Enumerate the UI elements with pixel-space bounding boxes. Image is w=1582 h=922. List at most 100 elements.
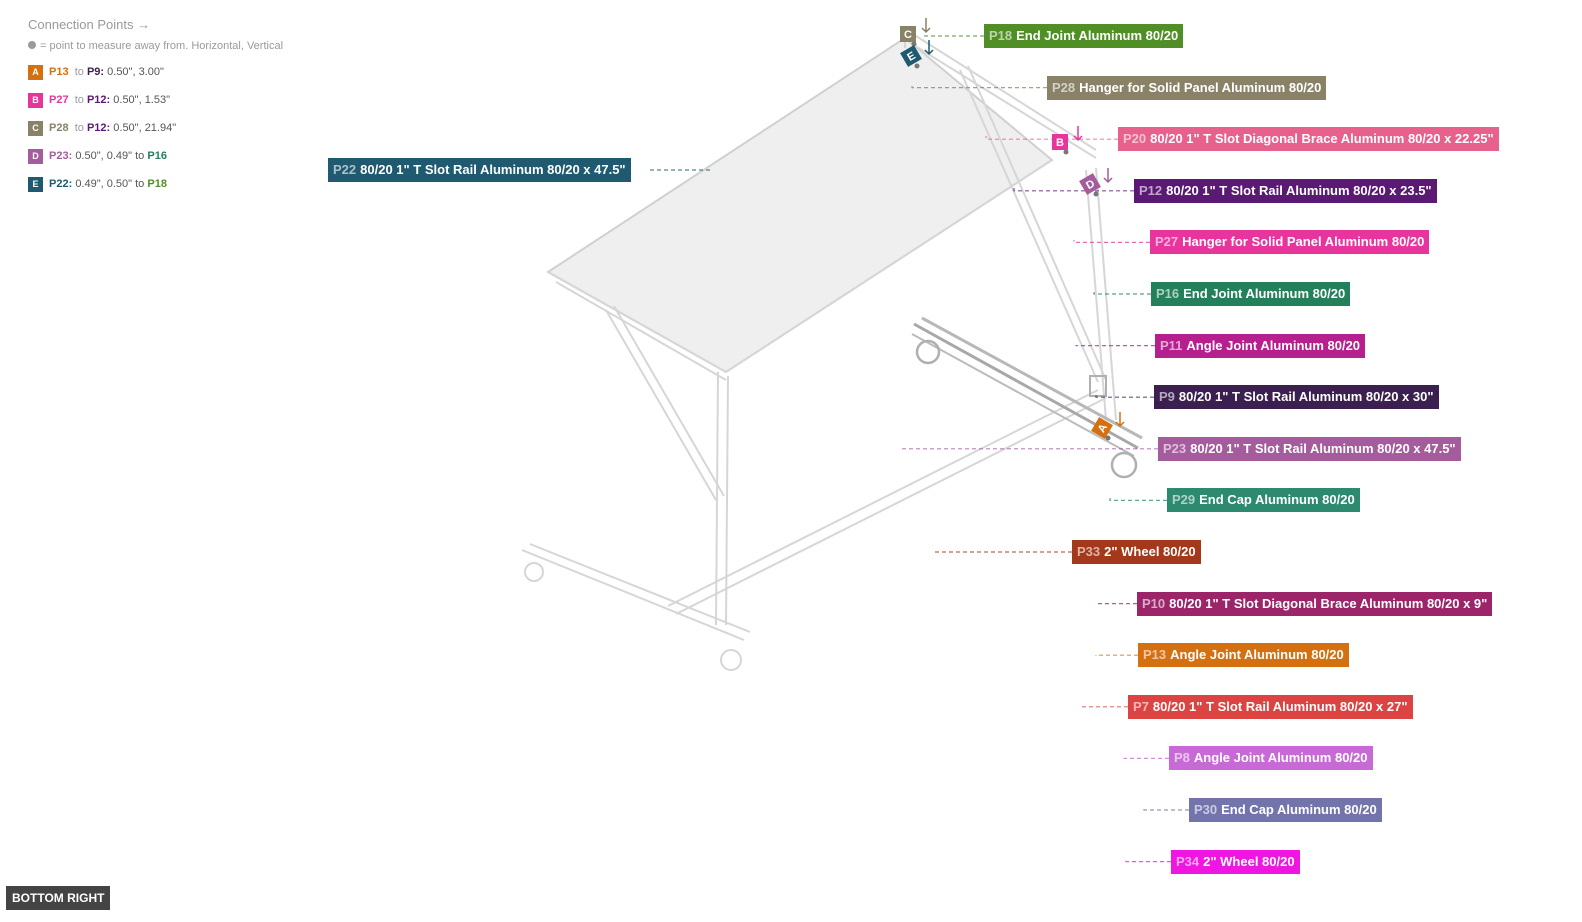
legend-badge: A xyxy=(28,64,43,80)
part-id: P10 xyxy=(1142,595,1166,611)
top-back-rail-2 xyxy=(915,35,1097,151)
leader-line-p23 xyxy=(901,446,1158,450)
part-id: P20 xyxy=(1123,131,1147,147)
part-name: Hanger for Solid Panel Aluminum 80/20 xyxy=(1079,79,1322,95)
angle-joint-block xyxy=(1089,375,1107,397)
part-id: P33 xyxy=(1077,544,1101,559)
leader-line-p33 xyxy=(933,550,1072,553)
legend-badge: B xyxy=(28,92,43,108)
part-name: 2" Wheel 80/20 xyxy=(1203,853,1295,869)
legend-sep: to xyxy=(74,94,84,106)
legend-tail: P16 xyxy=(147,150,167,162)
table-top-rail xyxy=(547,159,1053,374)
measure-point-dot xyxy=(1105,435,1111,441)
leader-line-p29 xyxy=(1109,498,1167,501)
connection-marker-b: B xyxy=(1052,134,1068,150)
vertical-post-left xyxy=(715,371,719,626)
leader-line-p34 xyxy=(1125,860,1171,863)
part-name: 80/20 1" T Slot Rail Aluminum 80/20 x 47… xyxy=(1190,440,1456,456)
measure-arrow-icon xyxy=(1073,126,1083,142)
legend-from: P27 xyxy=(49,94,69,106)
measure-point-dot xyxy=(914,63,920,69)
part-id: P11 xyxy=(1160,337,1183,353)
legend-from: P22: xyxy=(49,178,73,190)
part-name: Angle Joint Aluminum 80/20 xyxy=(1193,750,1368,766)
part-id: P16 xyxy=(1156,286,1180,301)
measure-point-dot xyxy=(911,41,917,47)
lower-long-rail xyxy=(667,389,1099,607)
part-name: End Joint Aluminum 80/20 xyxy=(1183,286,1346,301)
part-id: P22 xyxy=(333,162,357,177)
legend-badge: E xyxy=(28,176,43,192)
legend-row: B P27 to P12: 0.50", 1.53" xyxy=(28,86,358,114)
vertical-post-right xyxy=(1085,169,1107,421)
part-id: P8 xyxy=(1174,750,1190,766)
leader-line-p27 xyxy=(1073,240,1150,243)
legend-values: 0.50", 3.00" xyxy=(107,66,164,78)
leader-line-p9 xyxy=(1095,394,1154,398)
diagonal-brace-right xyxy=(959,69,1099,383)
legend-note: = point to measure away from. Horizontal… xyxy=(28,36,358,58)
leader-line-p20 xyxy=(985,136,1118,140)
measure-point-dot xyxy=(1063,149,1069,155)
legend-values: 0.50", 0.49" to xyxy=(75,150,145,162)
part-id: P29 xyxy=(1172,492,1196,508)
part-name: 80/20 1" T Slot Rail Aluminum 80/20 x 30… xyxy=(1178,389,1434,405)
legend-from: P23: xyxy=(49,150,73,162)
leader-line-p30 xyxy=(1143,808,1189,811)
part-id: P34 xyxy=(1176,853,1200,869)
part-id: P23 xyxy=(1163,440,1187,456)
measure-arrow-icon xyxy=(1103,168,1113,184)
view-label: BOTTOM RIGHT xyxy=(6,886,111,910)
wheel-right-back xyxy=(915,339,941,365)
part-name: End Cap Aluminum 80/20 xyxy=(1199,492,1355,508)
legend-values: 0.50", 21.94" xyxy=(113,122,177,134)
legend-to: P12: xyxy=(86,122,111,134)
legend-tail: P18 xyxy=(147,178,167,190)
legend-to: P12: xyxy=(86,94,111,106)
part-id: P30 xyxy=(1194,802,1218,817)
wheel-left-back xyxy=(524,562,544,582)
part-name: End Cap Aluminum 80/20 xyxy=(1221,802,1377,817)
legend-note-text: = point to measure away from. Horizontal… xyxy=(40,40,284,52)
diagonal-brace-left-2 xyxy=(613,305,725,497)
legend-from: P13 xyxy=(49,66,69,78)
leader-line-p12 xyxy=(1013,188,1134,192)
lower-long-rail-2 xyxy=(675,397,1107,615)
part-id: P18 xyxy=(989,28,1013,43)
part-name: Angle Joint Aluminum 80/20 xyxy=(1170,647,1344,663)
diagonal-brace-left xyxy=(605,309,717,501)
connection-marker-e: E xyxy=(900,45,922,67)
part-id: P7 xyxy=(1133,698,1149,714)
part-id: P27 xyxy=(1155,234,1179,250)
measure-arrow-icon xyxy=(1115,412,1125,428)
legend-values: 0.49", 0.50" to xyxy=(75,178,145,190)
connection-marker-c: C xyxy=(900,26,916,42)
legend-values: 0.50", 1.53" xyxy=(113,94,171,106)
foot-left xyxy=(521,549,745,641)
desk-frame-drawing xyxy=(521,35,1143,671)
foot-right-2 xyxy=(921,316,1143,440)
